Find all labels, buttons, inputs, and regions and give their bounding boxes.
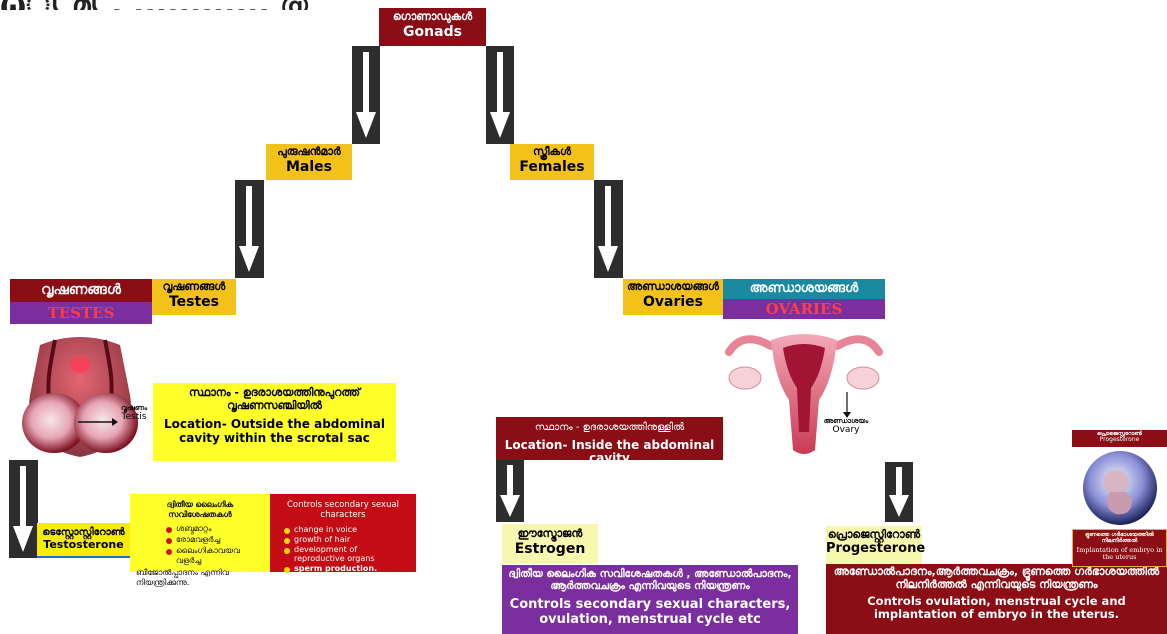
arrow-to-estrogen — [496, 460, 524, 522]
female-location-en: Location- Inside the abdominal cavity — [504, 437, 715, 466]
progesterone-ml: പ്രൊജെസ്റ്റിറോൺ — [827, 528, 921, 541]
ovaries-banner-ml: അണ്ഡാശയങ്ങൾ — [723, 279, 885, 299]
testes-banner-ml: വൃഷണങ്ങൾ — [10, 279, 152, 302]
ovary-callout-en: Ovary — [832, 425, 860, 436]
ovaries-label-box: അണ്ഡാശയങ്ങൾ Ovaries — [623, 279, 723, 315]
embryo-card: പ്രൊജെസ്റ്ററോൺ Progesterone ഭ്രൂണത്തെ ഗർ… — [1072, 430, 1167, 567]
male-location-ml: സ്ഥാനം - ഉദരാശയത്തിനുപുറത്ത് വൃഷണസഞ്ചിയി… — [188, 386, 360, 412]
testosterone-ml: ടെസ്റ്റോസ്റ്റിറോൺ — [42, 527, 125, 538]
embryo-card-en-top: Progesterone — [1099, 436, 1140, 444]
males-box: പുരുഷൻമാർ Males — [266, 144, 352, 180]
estrogen-en: Estrogen — [514, 540, 586, 557]
embryo-image — [1072, 447, 1167, 529]
arrow-to-testosterone — [9, 460, 38, 558]
testis-callout-en: Testis — [121, 412, 147, 423]
ovaries-label-en: Ovaries — [642, 293, 703, 310]
male-functions-en-title: Controls secondary sexual characters — [286, 500, 400, 520]
testosterone-box: ടെസ്റ്റോസ്റ്റിറോൺ Testosterone — [37, 523, 130, 558]
testes-label-box: വൃഷണങ്ങൾ Testes — [152, 279, 236, 315]
gonads-en: Gonads — [403, 23, 462, 40]
estrogen-functions-en: Controls secondary sexual characters, ov… — [509, 597, 791, 628]
uterus-illustration — [723, 322, 885, 464]
male-functions-ml-list: ശബ്ദമാറ്റം രോമവളർച്ച ലൈംഗികാവയവ വളർച്ച — [164, 524, 264, 566]
arrow-to-males — [352, 46, 380, 144]
ovary-callout-ml: അണ്ഡാശയം — [823, 417, 869, 425]
male-functions-en-item: sperm production. — [282, 564, 408, 573]
ovary-pointer — [842, 392, 852, 418]
ovaries-banner-en: OVARIES — [723, 299, 885, 319]
testes-banner-en: TESTES — [10, 302, 152, 324]
testosterone-en: Testosterone — [43, 537, 124, 551]
male-functions-ml-title: ദ്വിതീയ ലൈംഗിക സവിശേഷതകൾ — [166, 500, 234, 519]
male-functions-ml-item: ലൈംഗികാവയവ വളർച്ച — [164, 546, 264, 566]
female-location-ml: സ്ഥാനം - ഉദരാശയത്തിനുള്ളിൽ — [534, 422, 685, 433]
males-en: Males — [285, 158, 332, 175]
arrow-to-ovaries — [594, 180, 623, 278]
embryo-card-bottom: ഭ്രൂണത്തെ ഗർഭാശയത്തിൽ നിലനിർത്തൽ Implant… — [1072, 529, 1167, 567]
estrogen-functions-box: ദ്വിതീയ ലൈംഗിക സവിശേഷതകൾ , അണ്ഡോൽപാദനം, … — [502, 565, 798, 634]
arrow-to-testes — [235, 180, 264, 278]
embryo-card-ml-bottom: ഭ്രൂണത്തെ ഗർഭാശയത്തിൽ നിലനിർത്തൽ — [1085, 532, 1154, 545]
progesterone-functions-ml: അണ്ഡോൽപാദനം,ആർത്തവചക്രം, ഭ്രൂണത്തെ ഗർഭാശ… — [833, 565, 1160, 591]
estrogen-ml: ഈസ്ട്രോജൻ — [517, 527, 583, 540]
ovary-callout: അണ്ഡാശയം Ovary — [822, 417, 870, 435]
females-ml: സ്ത്രീകൾ — [532, 145, 572, 158]
estrogen-box: ഈസ്ട്രോജൻ Estrogen — [502, 524, 598, 564]
gonads-ml: ഗൊണാഡുകൾ — [392, 10, 473, 23]
ovaries-label-ml: അണ്ഡാശയങ്ങൾ — [627, 280, 719, 293]
male-functions-en-item: growth of hair — [282, 535, 408, 544]
embryo-card-top: പ്രൊജെസ്റ്ററോൺ Progesterone — [1072, 430, 1167, 447]
male-functions-ml-box: ദ്വിതീയ ലൈംഗിക സവിശേഷതകൾ ശബ്ദമാറ്റം രോമവ… — [130, 494, 270, 587]
female-location-box: സ്ഥാനം - ഉദരാശയത്തിനുള്ളിൽ Location- Ins… — [496, 417, 723, 465]
male-functions-en-list: change in voice growth of hair developme… — [282, 525, 408, 573]
testis-callout-ml: വൃഷണം — [120, 404, 148, 412]
females-en: Females — [519, 158, 585, 175]
male-location-box: സ്ഥാനം - ഉദരാശയത്തിനുപുറത്ത് വൃഷണസഞ്ചിയി… — [153, 383, 396, 461]
embryo-card-en-bottom: Implantation of embryo in the uterus — [1076, 545, 1163, 562]
male-functions-en-item: development of reproductive organs — [282, 545, 408, 563]
male-functions-ml-footer: ബീജോൽപ്പാദനം എന്നിവ നിയന്ത്രിക്കുന്നു. — [136, 568, 229, 587]
females-box: സ്ത്രീകൾ Females — [510, 144, 594, 180]
male-functions-ml-item: രോമവളർച്ച — [164, 535, 264, 545]
ovaries-banner: അണ്ഡാശയങ്ങൾ OVARIES — [723, 279, 885, 319]
testes-label-ml: വൃഷണങ്ങൾ — [162, 280, 226, 293]
progesterone-box: പ്രൊജെസ്റ്റിറോൺ Progesterone — [826, 526, 926, 564]
arrow-to-females — [486, 46, 514, 144]
embryo-card-ml-top: പ്രൊജെസ്റ്ററോൺ — [1097, 431, 1142, 437]
gonads-box: ഗൊണാഡുകൾ Gonads — [379, 8, 486, 46]
testes-illustration — [10, 335, 150, 460]
testes-banner: വൃഷണങ്ങൾ TESTES — [10, 279, 152, 324]
male-functions-ml-item: ശബ്ദമാറ്റം — [164, 524, 264, 534]
arrow-to-progesterone — [885, 462, 913, 522]
testis-callout: വൃഷണം Testis — [116, 404, 152, 422]
progesterone-functions-box: അണ്ഡോൽപാദനം,ആർത്തവചക്രം, ഭ്രൂണത്തെ ഗർഭാശ… — [826, 564, 1167, 634]
male-location-en: Location- Outside the abdominal cavity w… — [163, 417, 386, 446]
testis-pointer — [78, 412, 118, 426]
male-functions-en-item: change in voice — [282, 525, 408, 534]
testes-label-en: Testes — [168, 293, 220, 310]
estrogen-functions-ml: ദ്വിതീയ ലൈംഗിക സവിശേഷതകൾ , അണ്ഡോൽപാദനം, … — [508, 568, 792, 593]
progesterone-en: Progesterone — [826, 540, 926, 556]
top-heading-fragment: ω്യ മ്യ . ............ @ — [0, 0, 760, 10]
male-functions-en-box: Controls secondary sexual characters cha… — [270, 494, 416, 573]
progesterone-functions-en: Controls ovulation, menstrual cycle and … — [867, 594, 1126, 621]
males-ml: പുരുഷൻമാർ — [277, 145, 341, 158]
